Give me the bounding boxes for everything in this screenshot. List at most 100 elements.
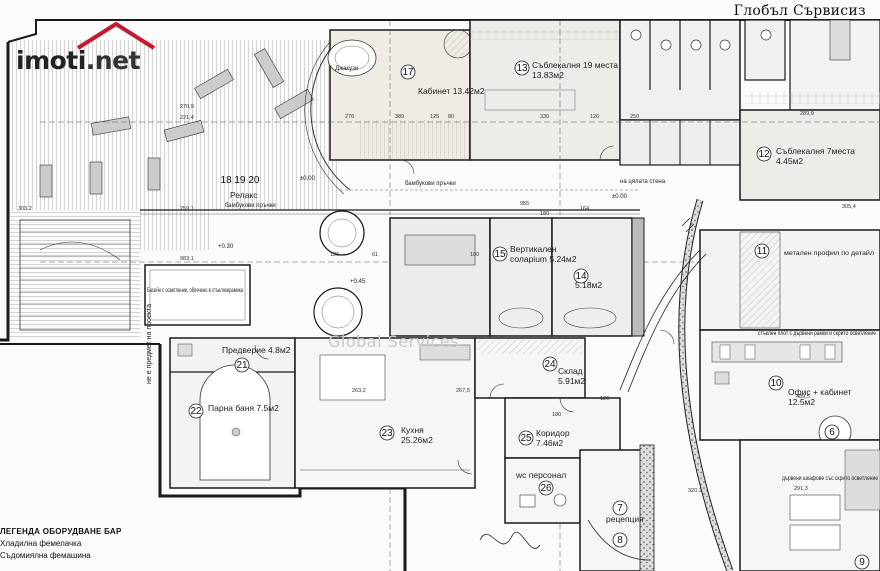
room-badge-7	[612, 500, 628, 516]
round-showers	[313, 210, 365, 337]
dimension-label: 221,4	[180, 115, 194, 121]
room-area-13: 13.83м2	[532, 70, 564, 80]
legend-title: ЛЕГЕНДА ОБОРУДВАНЕ БАР	[0, 527, 122, 536]
room-badge-11	[754, 243, 770, 259]
room-number-13: 13	[516, 63, 528, 74]
label-desk: стъклен плот с дървени рамки и скрито ос…	[758, 331, 877, 337]
room-label-17: Кабинет 13.42м2	[418, 86, 485, 96]
dimension-label: 289,9	[800, 111, 814, 117]
room-number-8: 8	[617, 535, 623, 546]
label-wall-note: на цялата стена	[620, 179, 666, 185]
label-bamboo-bottom: бамбукови пръчки	[225, 203, 276, 209]
room-11	[699, 229, 880, 331]
room-13-changing	[469, 19, 621, 161]
legend: ЛЕГЕНДА ОБОРУДВАНЕ БАР Хладилна фемелачк…	[0, 526, 122, 562]
label-jacuzzi: Джакузи	[335, 66, 358, 72]
room-number-18-19-20: 18 19 20	[221, 175, 260, 186]
room-badge-26	[538, 480, 554, 496]
room-number-12: 12	[758, 149, 770, 160]
solarium-block	[389, 217, 645, 337]
label-elevation-4: ±0.00	[612, 194, 628, 200]
stairs	[19, 219, 131, 331]
room-label-25: Коридор	[536, 428, 570, 438]
room-badge-14	[573, 268, 589, 284]
room-number-17: 17	[402, 67, 414, 78]
room-badge-23	[379, 425, 395, 441]
label-cabinets: дървени шкафове със скрито осветление	[782, 476, 879, 482]
relax-deck	[10, 39, 351, 338]
room-badge-17	[400, 64, 416, 80]
outer-walls	[0, 19, 880, 571]
dimension-label: 389	[395, 114, 404, 120]
room-label-15: Вертикален	[510, 244, 557, 254]
room-number-7: 7	[617, 503, 623, 514]
rooms-8-9	[739, 439, 880, 571]
room-label-14: 5.18м2	[575, 280, 602, 290]
dimension-label: 80	[448, 114, 454, 120]
room-badge-22	[188, 403, 204, 419]
dimension-label: 305,4	[842, 204, 856, 210]
room-label-24: Склад	[558, 366, 583, 376]
steam-rooms	[169, 337, 296, 489]
label-elevation-3: +0.30	[218, 244, 234, 250]
dimension-label: 263,2	[352, 388, 366, 394]
logo-name: imoti	[16, 46, 86, 75]
firm-watermark: Глобъл Сървисиз	[733, 3, 866, 19]
dimension-label: 303,2	[18, 206, 32, 212]
room-area-25: 7.46м2	[536, 438, 563, 448]
kitchen	[294, 337, 476, 489]
room-label-23: Кухня	[401, 425, 424, 435]
dimension-label: 983,1	[180, 256, 194, 262]
office	[699, 329, 880, 449]
room-label-7: рецепция	[606, 514, 644, 524]
corridor-wc-reception	[504, 397, 655, 571]
label-bamboo-top: бамбукови пръчки	[405, 181, 456, 187]
room-badge-13	[514, 60, 530, 76]
room-label-26: wc персонал	[515, 470, 566, 480]
room-number-9: 9	[859, 557, 865, 568]
dimension-label: 100	[470, 252, 479, 258]
room-badge-10	[768, 375, 784, 391]
door-swings	[254, 145, 675, 475]
room-17-cabinet	[327, 29, 473, 161]
room-badge-8	[612, 532, 628, 548]
dimension-label: 270,9	[180, 104, 194, 110]
room-label-22: Парна баня 7.5м2	[208, 403, 279, 413]
room-badge-21	[234, 357, 250, 373]
store	[474, 337, 586, 399]
room-number-14: 14	[575, 271, 587, 282]
room-number-26: 26	[540, 483, 552, 494]
room-area-24: 5.91м2	[558, 376, 585, 386]
dimension-label: 126	[330, 252, 339, 258]
dimension-label: 120	[590, 114, 599, 120]
site-logo: imoti.net	[16, 20, 156, 76]
legend-item-2: Съдомиялна фемашина	[0, 551, 91, 560]
legend-item-1: Хладилна фемелачка	[0, 539, 82, 548]
dimension-label: 330	[540, 114, 549, 120]
dimension-label: 955	[520, 201, 529, 207]
room-label-10: Офис + кабинет	[788, 387, 852, 397]
room-number-15: 15	[494, 249, 506, 260]
logo-wordmark: imoti.net	[16, 46, 141, 75]
dimension-label: 180	[552, 412, 561, 418]
label-pool-line1: Басейн с осветление, облечено в стъклоке…	[147, 287, 243, 294]
plan-notes: Джакузи Басейн с осветление, облечено в …	[147, 66, 879, 482]
room-number-24: 24	[544, 359, 556, 370]
label-metal-note: метален профил по детайл	[784, 250, 875, 257]
room-badge-6	[824, 424, 840, 440]
room-area-23: 25.26м2	[401, 435, 433, 445]
room-area-10: 12.5м2	[788, 397, 815, 407]
room-badge-25	[518, 430, 534, 446]
dimension-label: 250	[630, 114, 639, 120]
room-label-18-19-20: Релакс	[230, 190, 258, 200]
room-number-10: 10	[770, 378, 782, 389]
room-badge-12	[756, 146, 772, 162]
room-area-15: соларium 5.24м2	[510, 254, 577, 264]
dimension-label: 291,3	[794, 486, 808, 492]
room-label-13: Съблекалня 19 места	[532, 60, 618, 70]
label-elevation-2: +0.45	[350, 279, 366, 285]
side-note: не е предмет на проекта	[146, 303, 153, 384]
room-number-22: 22	[190, 406, 202, 417]
